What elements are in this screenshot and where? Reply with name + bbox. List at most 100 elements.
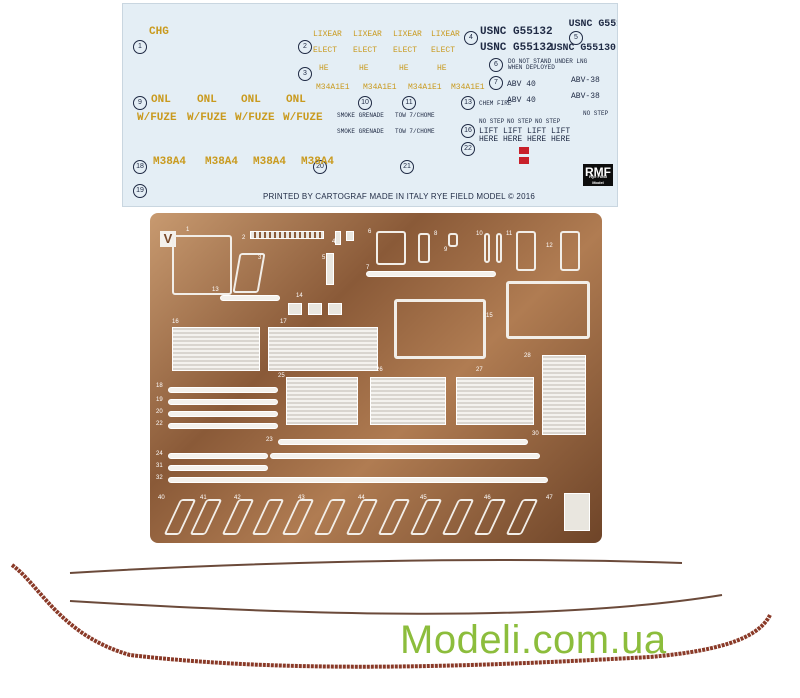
decal-text: LIXEAR: [393, 30, 422, 39]
etch-box: [394, 299, 486, 359]
decal-number: 22: [461, 142, 475, 156]
etch-part: [448, 233, 458, 247]
etch-part: [346, 231, 354, 241]
decal-text: M34A1E1: [451, 83, 485, 92]
etch-clip: [221, 499, 255, 535]
decal-text: W/FUZE: [235, 112, 275, 124]
etch-clip: [505, 499, 539, 535]
braided-cable: [10, 563, 772, 669]
decal-text: M38A4: [153, 156, 187, 168]
part-number: 40: [158, 495, 165, 501]
part-number: 31: [156, 463, 163, 469]
decal-text: ELECT: [393, 46, 418, 55]
decal-text: ELECT: [431, 46, 456, 55]
part-number: 42: [234, 495, 241, 501]
etch-strip: [250, 231, 324, 239]
decal-text: W/FUZE: [283, 112, 323, 124]
part-number: 9: [444, 247, 448, 253]
etch-bar: [270, 453, 540, 459]
etch-part: [172, 235, 232, 295]
decal-text: TOW 7/CHOME: [395, 128, 435, 135]
decal-number: 9: [133, 96, 147, 110]
etch-part: [288, 303, 302, 315]
etch-bar: [168, 465, 268, 471]
etch-mesh-panel: [172, 327, 260, 371]
decal-number: 7: [489, 76, 503, 90]
decal-sheet: 1 2 3 4 5 6 7 9 10 11 13 16 18 19 20 21 …: [122, 3, 618, 207]
etch-bar: [168, 477, 548, 483]
decal-text: LIFT HERE: [479, 127, 499, 144]
decal-text: ONL: [151, 94, 171, 106]
etch-bar: [168, 453, 268, 459]
etch-part: [335, 231, 341, 245]
etch-box: [506, 281, 590, 339]
etch-part: [496, 233, 502, 263]
decal-text: ONL: [241, 94, 261, 106]
etch-panel: [370, 377, 446, 425]
decal-text: M34A1E1: [316, 83, 350, 92]
part-number: 6: [368, 229, 372, 235]
decal-number: 6: [489, 58, 503, 72]
decal-text: SMOKE GRENADE: [337, 128, 384, 135]
decal-text: HE: [437, 64, 447, 73]
etch-bar: [278, 439, 528, 445]
etch-clip: [251, 499, 285, 535]
decal-text: LIXEAR: [313, 30, 342, 39]
etch-clip: [313, 499, 347, 535]
part-number: 18: [156, 383, 163, 389]
part-number: 23: [266, 437, 273, 443]
part-number: 3: [258, 255, 262, 261]
part-number: 26: [376, 367, 383, 373]
part-number: 27: [476, 367, 483, 373]
etch-clip: [345, 499, 379, 535]
decal-text: ABV-38: [571, 92, 600, 101]
part-number: 20: [156, 409, 163, 415]
decal-text: USNC G55132: [480, 26, 553, 38]
part-number: 24: [156, 451, 163, 457]
decal-number: 20: [313, 160, 327, 174]
part-number: 8: [434, 231, 438, 237]
decal-text: CHEM FIRE: [479, 100, 512, 107]
etch-mesh-panel: [268, 327, 378, 371]
etch-panel: [286, 377, 358, 425]
watermark-text: Modeli.com.ua: [400, 618, 667, 662]
part-number: 19: [156, 397, 163, 403]
decal-text: LIXEAR: [431, 30, 460, 39]
decal-text: W/FUZE: [187, 112, 227, 124]
decal-text: LIFT HERE: [503, 127, 523, 144]
part-number: 5: [322, 255, 326, 261]
etch-clip: [281, 499, 315, 535]
decal-number: 1: [133, 40, 147, 54]
part-number: 44: [358, 495, 365, 501]
etch-panel: [456, 377, 534, 425]
etch-bar: [168, 387, 278, 393]
part-number: 15: [486, 313, 493, 319]
etch-part: [326, 253, 334, 285]
etch-clip: [473, 499, 507, 535]
part-number: 46: [484, 495, 491, 501]
decal-text: LIFT HERE: [551, 127, 571, 144]
part-number: 7: [366, 265, 370, 271]
decal-number: 5: [569, 31, 583, 45]
etch-part: [308, 303, 322, 315]
rfm-logo-subtitle: Rye Field Model: [589, 174, 607, 185]
part-number: 32: [156, 475, 163, 481]
decal-number: 2: [298, 40, 312, 54]
part-number: 17: [280, 319, 287, 325]
etch-clip: [189, 499, 223, 535]
etch-part: [328, 303, 342, 315]
decal-text: ABV-38: [571, 76, 600, 85]
etch-part: [376, 231, 406, 265]
printed-by-text: PRINTED BY CARTOGRAF MADE IN ITALY RYE F…: [263, 192, 536, 201]
part-number: 43: [298, 495, 305, 501]
part-number: 47: [546, 495, 553, 501]
decal-number: 4: [464, 31, 478, 45]
decal-number: 19: [133, 184, 147, 198]
decal-text: USNC G55130: [568, 18, 617, 30]
decal-number: 21: [400, 160, 414, 174]
decal-text: HE: [399, 64, 409, 73]
rfm-logo: RMF Rye Field Model: [583, 164, 613, 186]
decal-text: USNC G55132: [480, 42, 553, 54]
decal-text: CHG: [149, 26, 169, 38]
wire-thin: [69, 594, 723, 615]
